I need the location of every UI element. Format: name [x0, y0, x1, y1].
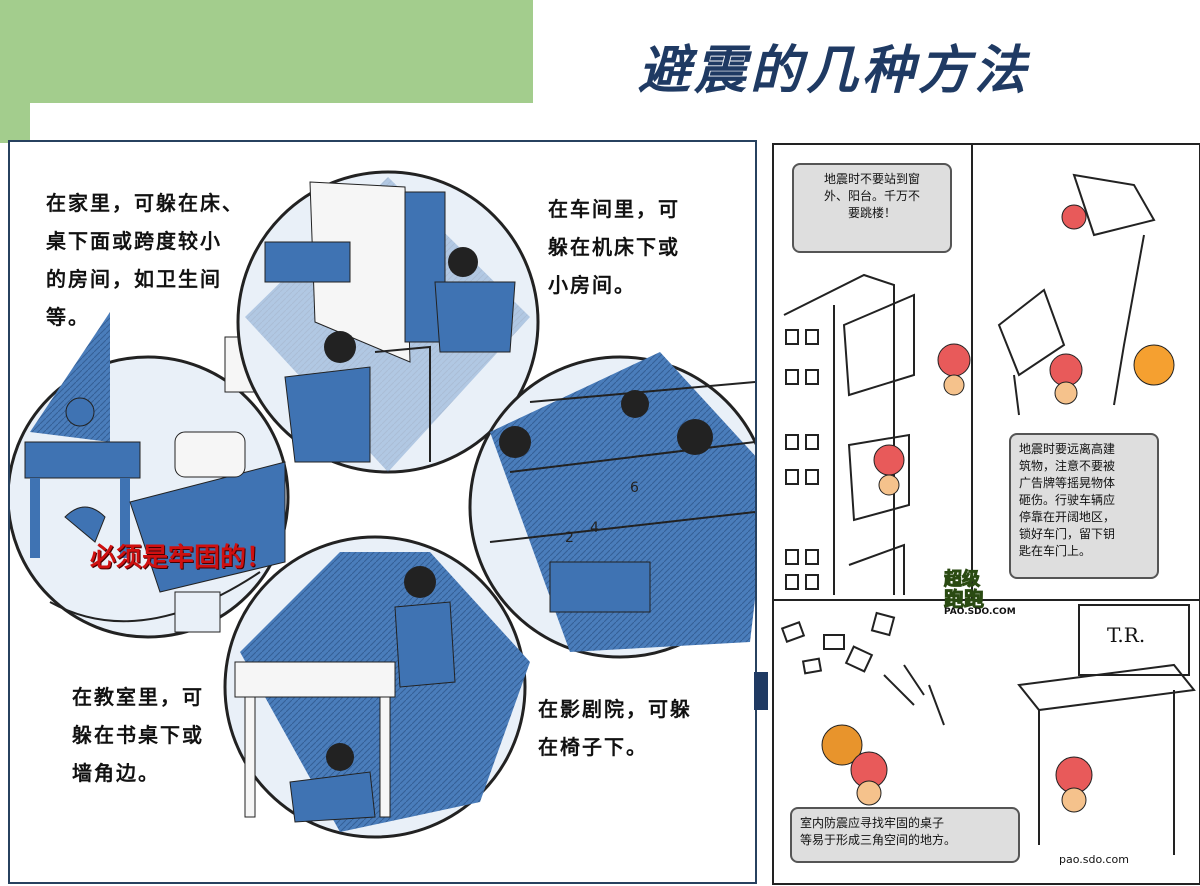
header-green-block [0, 0, 533, 103]
header-green-curve [0, 103, 30, 143]
caption-workshop: 在车间里，可 躲在机床下或 小房间。 [548, 197, 680, 297]
cartoon-characters [821, 204, 1175, 813]
bubble-indoor-advice: 室内防震应寻找牢固的桌子 等易于形成三角空间的地方。 [790, 807, 1020, 863]
logo-site: PAO.SDO.COM [944, 607, 1016, 617]
desk-drawing [1017, 604, 1196, 855]
right-comic-panel: 地震时不要站到窗 外、阳台。千万不 要跳楼！ 地震时要远离高建 筑物，注意不要被… [772, 143, 1200, 885]
svg-text:2: 2 [565, 530, 574, 546]
scene-workshop [236, 170, 540, 474]
billboard-drawing [997, 173, 1156, 416]
circles-illustration: 4 6 2 [10, 170, 755, 839]
caption-cinema: 在影剧院，可躲 在椅子下。 [538, 697, 692, 759]
building-drawing [783, 273, 915, 595]
caption-classroom: 在教室里，可 躲在书桌下或 墙角边。 [72, 685, 204, 785]
svg-text:6: 6 [630, 480, 639, 496]
bubble-outdoor-warning: 地震时要远离高建 筑物，注意不要被 广告牌等摇晃物体 砸伤。行驶车辆应 停靠在开… [1009, 433, 1159, 579]
logo-line2: 跑跑 [944, 587, 985, 612]
debris-drawing [780, 611, 945, 726]
bottom-watermark: pao.sdo.com [1059, 853, 1129, 866]
left-illustration-panel: 4 6 2 在家里，可躲在床、 桌下面或跨度较小 的房间，如卫生间 等。 在车间… [8, 140, 757, 884]
warning-text: 必须是牢固的！ [90, 543, 273, 573]
comic-drawings [774, 145, 1199, 855]
monitor-text: T.R. [1107, 623, 1146, 647]
scene-home [10, 312, 290, 639]
bubble-window-warning: 地震时不要站到窗 外、阳台。千万不 要跳楼！ [792, 163, 952, 253]
logo-line1: 超级 [944, 569, 981, 591]
slide-title: 避震的几种方法 [638, 41, 1031, 101]
scene-classroom [223, 535, 530, 839]
caption-home: 在家里，可躲在床、 桌下面或跨度较小 的房间，如卫生间 等。 [46, 191, 244, 329]
panel-connector [754, 672, 768, 710]
svg-text:4: 4 [590, 520, 599, 536]
scene-cinema: 4 6 2 [468, 352, 755, 659]
